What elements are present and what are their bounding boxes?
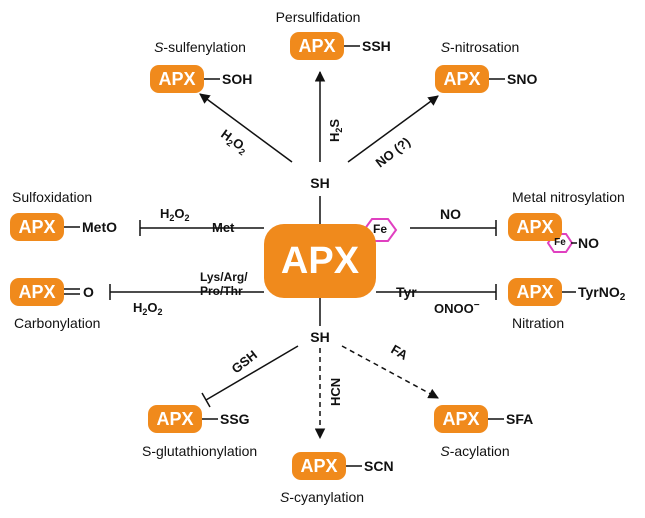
carbonylation-apx-box: APX [10, 278, 64, 306]
arrow-acylation [341, 345, 439, 399]
metal-nitrosylation-title: Metal nitrosylation [512, 189, 625, 205]
inhibit-glutathionylation [205, 345, 299, 401]
cyanylation-title: S-cyanylation [279, 489, 365, 505]
reagent-no-uncertain-text: NO (?) [373, 134, 414, 170]
glutathionylation-title: S-glutathionylation [142, 443, 258, 459]
sulfenylation-apx-box: APX [150, 65, 204, 93]
reagent-fa-text: FA [389, 342, 411, 364]
persulfidation-title: Persulfidation [275, 9, 361, 25]
nitrosation-title: S-nitrosation [440, 39, 520, 55]
acylation-group: SFA [506, 411, 534, 427]
cyanylation-apx-box: APX [292, 452, 346, 480]
persulfidation-bond [344, 45, 360, 47]
sulfenylation-title: S-sulfenylation [154, 39, 246, 55]
reagent-gsh-text: GSH [229, 347, 260, 376]
heme-iron-label: Fe [372, 222, 388, 236]
nitration-title: Nitration [512, 315, 565, 331]
thiol-top-label: SH [310, 175, 330, 191]
reagent-h2o2-sulfoxidation: H2O2 [160, 206, 190, 223]
svg-text:H2O2: H2O2 [217, 126, 251, 157]
reagent-hcn: HCN [328, 378, 343, 406]
glutathionylation-apx-box: APX [148, 405, 202, 433]
nitrosation-group: SNO [507, 71, 538, 87]
nitration-group: TyrNO2 [578, 284, 626, 303]
svg-text:H2S: H2S [327, 119, 344, 142]
reagent-no-uncertain: NO (?) [373, 134, 414, 170]
persulfidation-group: SSH [362, 38, 391, 54]
residue-tyr: Tyr [396, 284, 417, 300]
glutathionylation-bond [202, 418, 218, 420]
sulfoxidation-group: MetO [82, 219, 117, 235]
metal-nitrosylation-apx-box: APX [508, 213, 562, 241]
sulfoxidation-title: Sulfoxidation [12, 189, 93, 205]
reagent-h2o2-sulfenylation: H2O2 [217, 126, 251, 157]
carbonylation-group: O [83, 284, 94, 300]
reagent-gsh: GSH [229, 347, 260, 376]
acylation-apx-box: APX [434, 405, 488, 433]
residue-met: Met [212, 220, 235, 235]
sulfoxidation-bond [64, 226, 80, 228]
carbonylation-double-bond [64, 288, 80, 295]
reagent-hcn-text: HCN [328, 378, 343, 406]
metal-nitrosylation-bond [571, 242, 577, 244]
nitration-bond [562, 291, 576, 293]
arrow-sulfenylation [199, 93, 293, 163]
inhibit-glutathionylation-bar [201, 392, 211, 408]
metal-nitrosylation-group: NO [578, 235, 599, 251]
acylation-title: S-acylation [440, 443, 510, 459]
persulfidation-apx-box: APX [290, 32, 344, 60]
reagent-fa: FA [389, 342, 411, 364]
reagent-h2o2-carbonylation: H2O2 [133, 300, 163, 317]
reagent-h2s: H2S [327, 119, 344, 142]
cyanylation-bond [346, 465, 362, 467]
thiol-bottom-label: SH [310, 329, 330, 345]
nitration-apx-box: APX [508, 278, 562, 306]
center-apx-box: APX [264, 224, 376, 298]
sulfenylation-bond [204, 78, 220, 80]
glutathionylation-group: SSG [220, 411, 250, 427]
metal-nitrosylation-fe: Fe [554, 237, 566, 248]
cyanylation-group: SCN [364, 458, 394, 474]
carbonylation-title: Carbonylation [14, 315, 101, 331]
sulfenylation-group: SOH [222, 71, 253, 87]
nitrosation-bond [489, 78, 505, 80]
reagent-no: NO [440, 206, 461, 222]
reagent-peroxynitrite: ONOO− [434, 300, 480, 316]
residue-lys-arg-pro-thr: Lys/Arg/ Pro/Thr [200, 270, 248, 298]
sulfoxidation-apx-box: APX [10, 213, 64, 241]
nitrosation-apx-box: APX [435, 65, 489, 93]
acylation-bond [488, 418, 504, 420]
arrow-nitrosation [347, 95, 439, 163]
